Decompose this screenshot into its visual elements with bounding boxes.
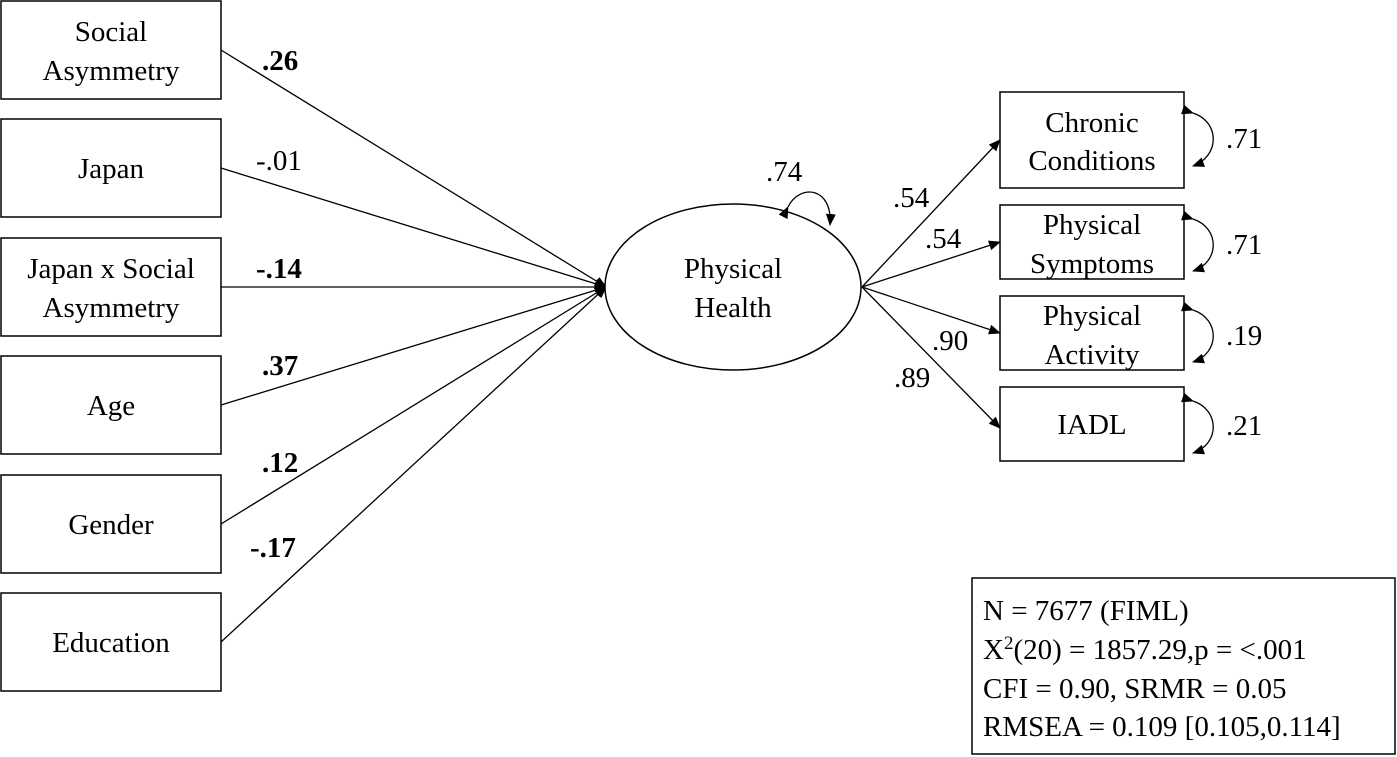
- residual-physical-activity: .19: [1226, 320, 1262, 352]
- loading-path: [861, 139, 1001, 288]
- predictor-label: Age: [87, 390, 135, 422]
- latent-residual-arrow: [778, 191, 836, 226]
- predictor-age: Age: [0, 355, 222, 455]
- latent-label: Health: [694, 292, 772, 324]
- indicator-chronic-conditions: Chronic Conditions: [999, 91, 1185, 189]
- residual-chronic-conditions: .71: [1226, 123, 1262, 155]
- indicator-label: Chronic: [1045, 107, 1138, 139]
- regression-path: [220, 49, 607, 288]
- chi-rest: (20) = 1857.29,p = <.001: [1013, 634, 1306, 666]
- indicator-label: Physical: [1043, 300, 1141, 332]
- residual-arrow-iadl: [1180, 392, 1214, 455]
- residual-arrow-physical-activity: [1180, 301, 1214, 364]
- chi-superscript: 2: [1004, 633, 1014, 654]
- residual-physical-symptoms: .71: [1226, 229, 1262, 261]
- loading-iadl: .89: [894, 362, 930, 394]
- residual-arrow-chronic-conditions: [1180, 104, 1214, 167]
- regression-path: [220, 285, 607, 406]
- fit-chi-square: X2(20) = 1857.29,p = <.001: [983, 633, 1307, 666]
- indicator-iadl: IADL: [999, 386, 1185, 462]
- coef-japan-x-social-asymmetry: -.14: [256, 253, 302, 285]
- predictor-social-asymmetry: Social Asymmetry: [0, 0, 222, 100]
- predictor-label: Asymmetry: [43, 55, 180, 87]
- chi-symbol: X: [983, 634, 1004, 666]
- indicator-label: Activity: [1044, 339, 1140, 371]
- fit-rmsea: RMSEA = 0.109 [0.105,0.114]: [983, 711, 1341, 743]
- fit-sample-size: N = 7677 (FIML): [983, 595, 1189, 627]
- predictor-box: [0, 237, 222, 337]
- indicator-label: Conditions: [1028, 145, 1155, 177]
- predictor-japan-x-social-asymmetry: Japan x Social Asymmetry: [0, 237, 222, 337]
- latent-physical-health: Physical Health: [604, 203, 862, 371]
- predictor-gender: Gender: [0, 474, 222, 574]
- latent-residual-value: .74: [766, 156, 803, 188]
- fit-statistics-frame: [971, 577, 1396, 755]
- predictor-label: Japan x Social: [27, 253, 195, 285]
- residual-iadl: .21: [1226, 410, 1262, 442]
- indicator-box: [999, 91, 1185, 189]
- predictor-label: Social: [75, 16, 148, 48]
- predictor-education: Education: [0, 592, 222, 692]
- coef-social-asymmetry: .26: [262, 45, 298, 77]
- predictor-label: Education: [52, 627, 170, 659]
- predictor-box: [0, 474, 222, 574]
- latent-ellipse: [604, 203, 862, 371]
- fit-statistics-box: N = 7677 (FIML) X2(20) = 1857.29,p = <.0…: [971, 577, 1396, 755]
- loading-path: [861, 240, 1001, 288]
- regression-path: [220, 286, 607, 643]
- coef-age: .37: [262, 350, 298, 382]
- loading-chronic-conditions: .54: [893, 182, 930, 214]
- fit-cfi-srmr: CFI = 0.90, SRMR = 0.05: [983, 673, 1286, 705]
- coef-japan: -.01: [256, 145, 302, 177]
- predictor-label: Asymmetry: [43, 292, 180, 324]
- indicator-label: Symptoms: [1030, 248, 1154, 280]
- predictor-label: Japan: [78, 153, 145, 185]
- predictor-japan: Japan: [0, 118, 222, 218]
- loading-physical-symptoms: .54: [925, 223, 962, 255]
- regression-path: [220, 286, 607, 525]
- predictor-box: [0, 0, 222, 100]
- latent-label: Physical: [684, 253, 782, 285]
- predictor-label: Gender: [68, 509, 154, 541]
- indicator-box: [999, 295, 1185, 371]
- indicator-physical-activity: Physical Activity: [999, 295, 1185, 371]
- regression-path: [220, 167, 607, 289]
- indicator-physical-symptoms: Physical Symptoms: [999, 204, 1185, 280]
- residual-arrow-physical-symptoms: [1180, 210, 1214, 273]
- indicator-label: IADL: [1057, 409, 1126, 441]
- predictor-box: [0, 355, 222, 455]
- loading-physical-activity: .90: [932, 325, 968, 357]
- predictor-box: [0, 592, 222, 692]
- predictor-box: [0, 118, 222, 218]
- loading-path: [861, 286, 1001, 335]
- indicator-label: Physical: [1043, 209, 1141, 241]
- loading-path: [861, 286, 1001, 429]
- coef-education: -.17: [250, 532, 296, 564]
- coef-gender: .12: [262, 447, 298, 479]
